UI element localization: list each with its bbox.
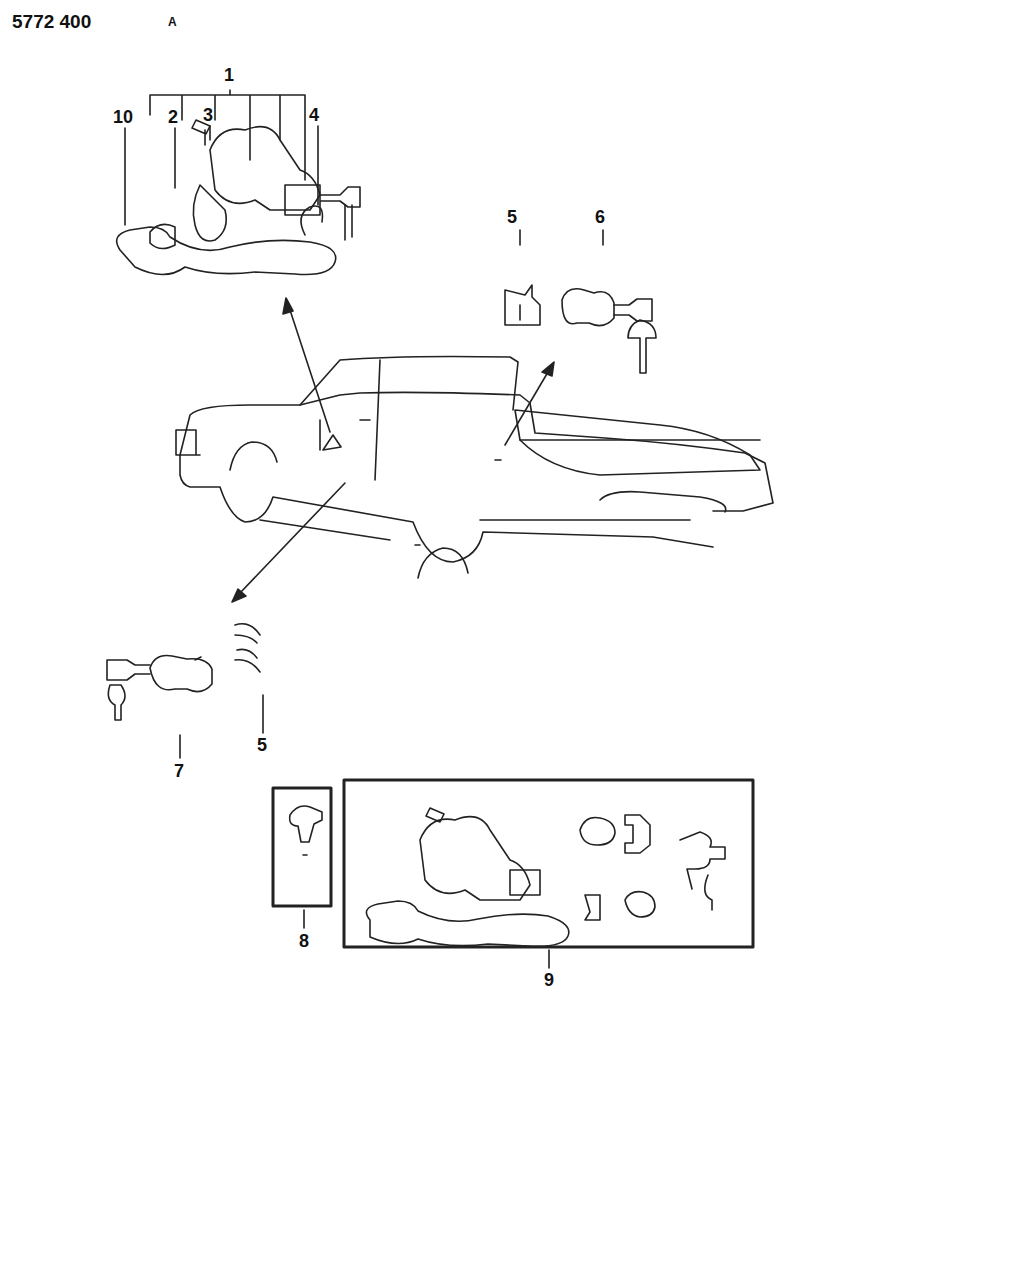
callout-number: 8 <box>299 932 309 950</box>
callout-number: 9 <box>544 971 554 989</box>
callout-number: 5 <box>257 736 267 754</box>
callout-number: 4 <box>309 106 319 124</box>
leader-lines <box>125 90 603 968</box>
lock-cylinder <box>107 624 260 720</box>
callout-number: 2 <box>168 108 178 126</box>
callout-number: 7 <box>174 762 184 780</box>
lock-cylinder <box>505 285 656 373</box>
pickup-truck <box>176 356 773 578</box>
callout-number: 1 <box>224 66 234 84</box>
revision-letter: A <box>168 16 177 28</box>
callout-number: 6 <box>595 208 605 226</box>
callout-number: 10 <box>113 108 133 126</box>
pointer-arrows <box>232 298 554 602</box>
callout-number: 3 <box>203 106 213 124</box>
callout-number: 5 <box>507 208 517 226</box>
kit-box <box>273 780 753 947</box>
diagram-code: 5772 400 <box>12 12 91 31</box>
lock-assembly <box>117 120 360 275</box>
